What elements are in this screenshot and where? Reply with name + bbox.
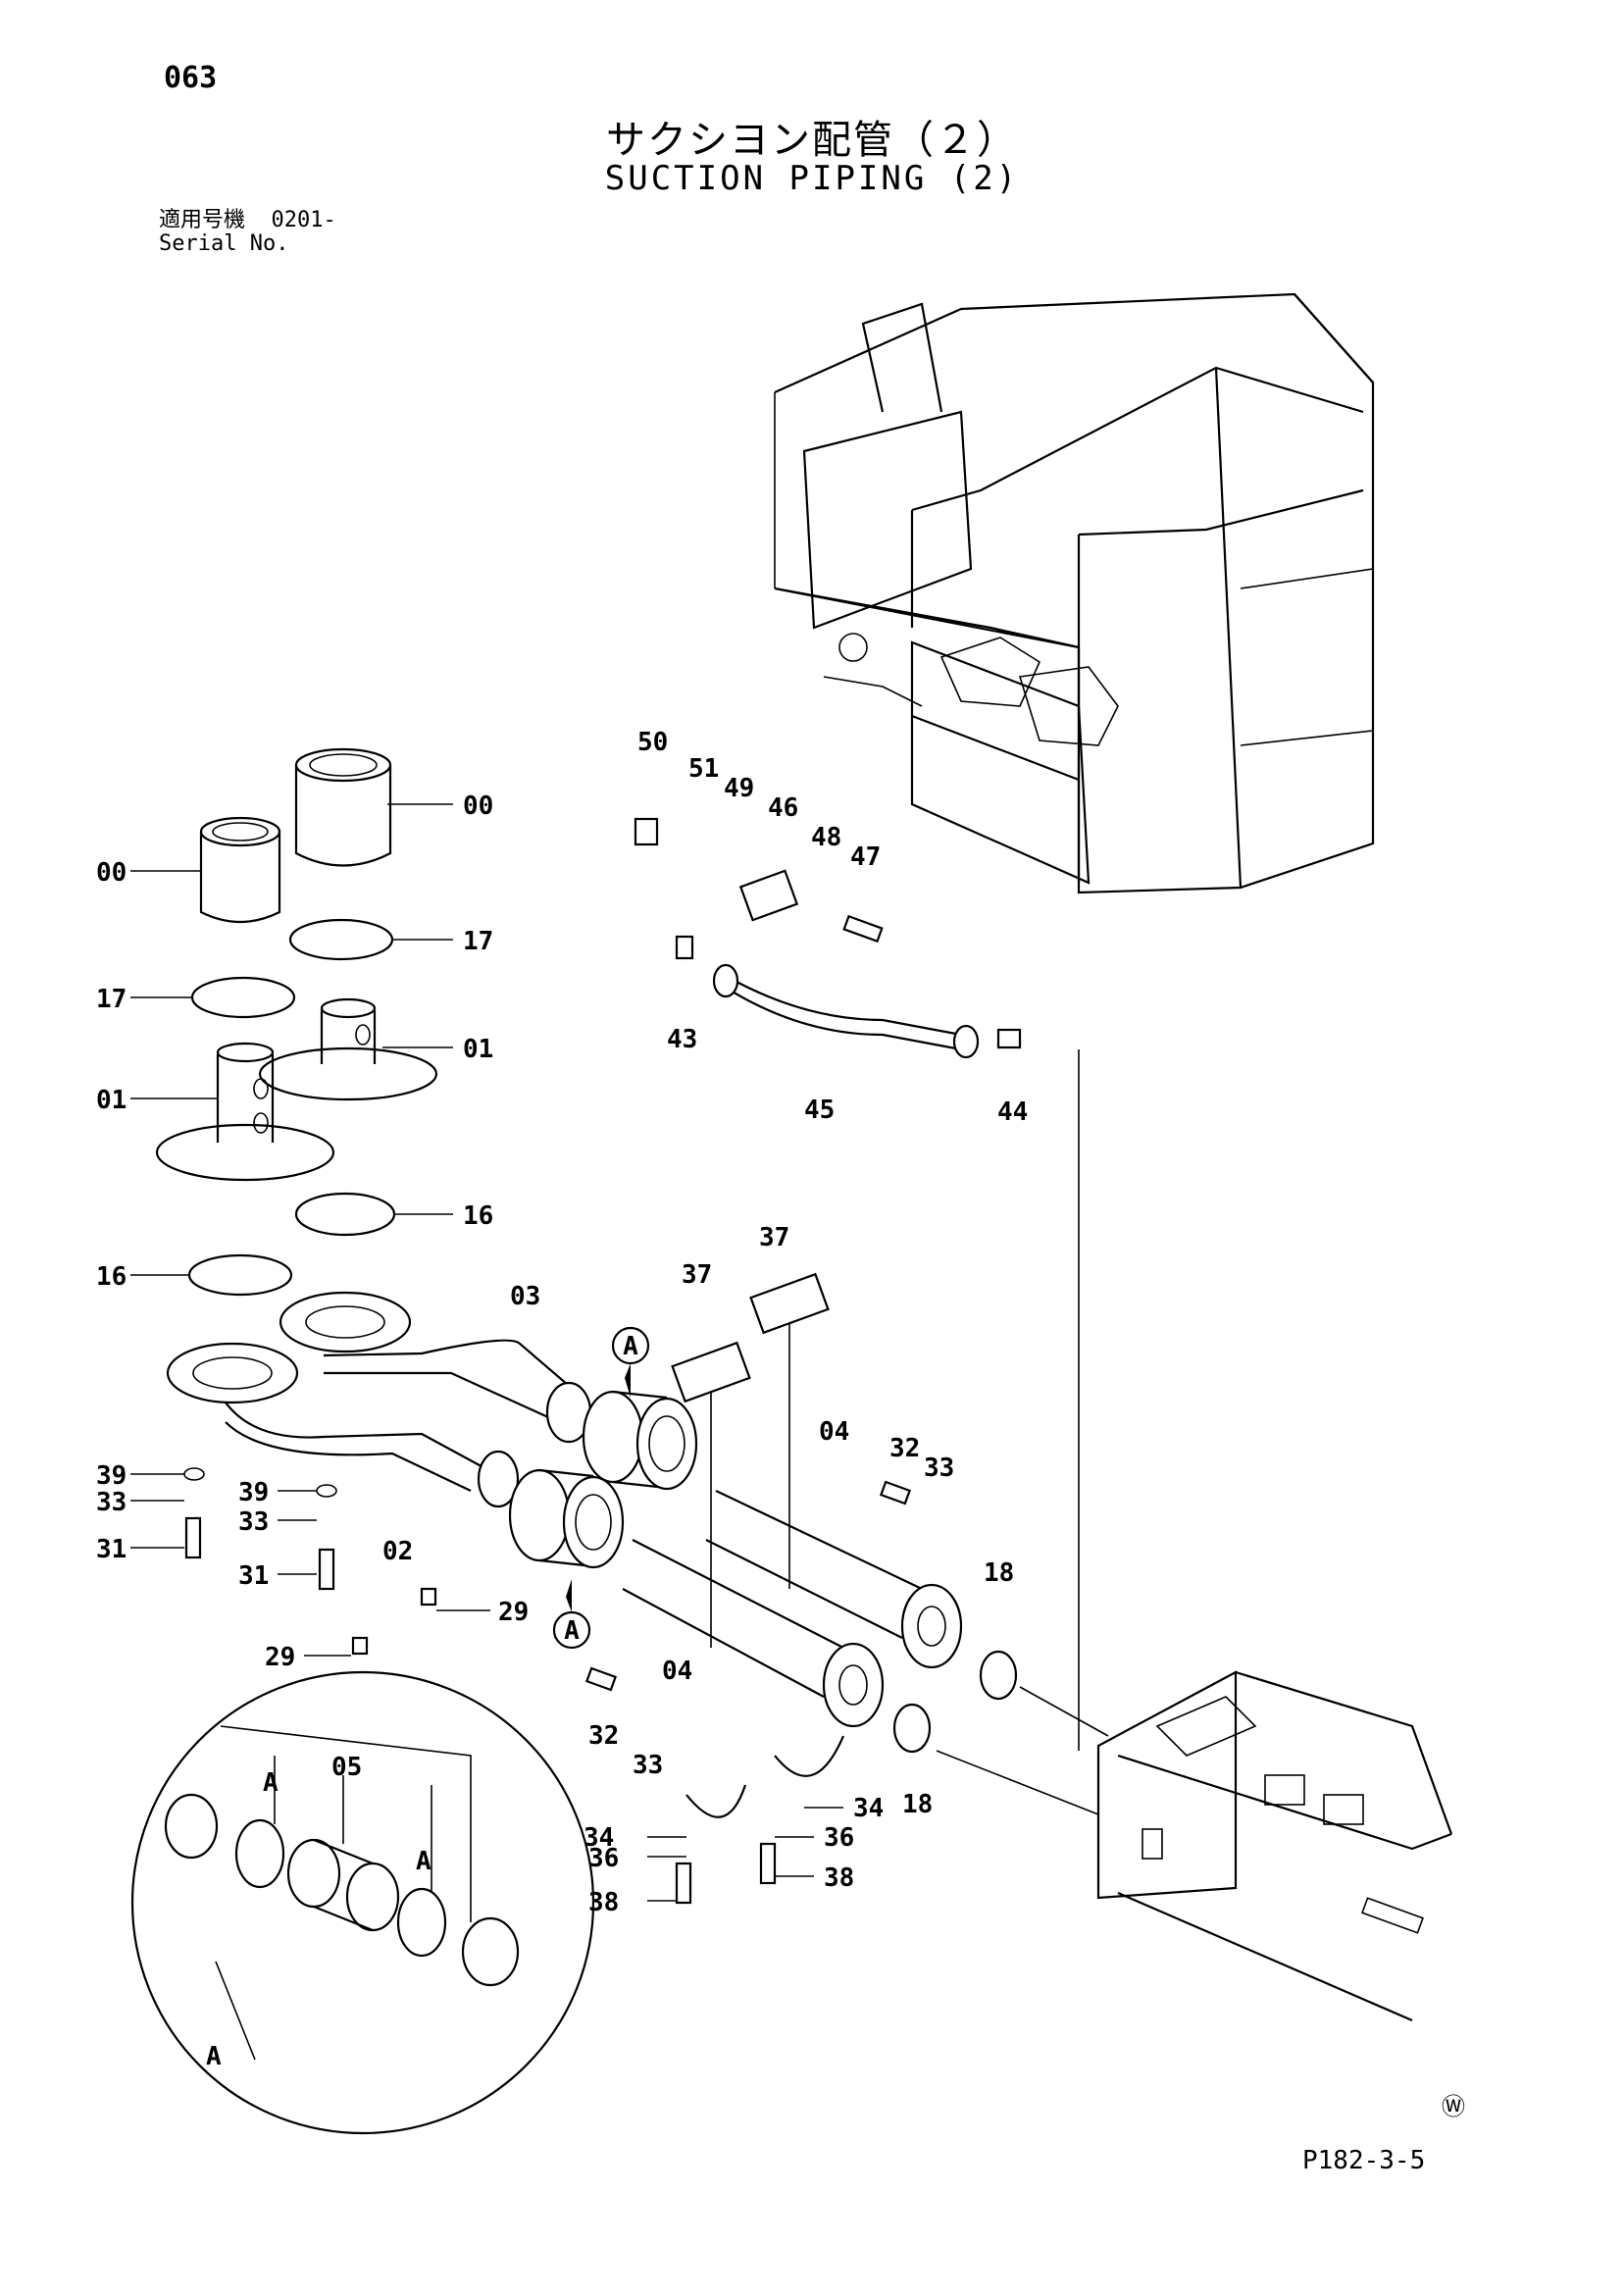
callout-49: 49 xyxy=(724,774,754,803)
callout-02: 02 xyxy=(382,1537,413,1566)
ref-bubble-text: A xyxy=(564,1616,580,1646)
serial-label-jp: 適用号機 xyxy=(159,208,246,232)
hose-45 xyxy=(712,963,980,1059)
callout-00: 00 xyxy=(96,858,127,888)
o-ring-17-left xyxy=(190,976,296,1019)
block-37-right xyxy=(749,1272,830,1335)
callout-50: 50 xyxy=(637,728,668,757)
callout-45: 45 xyxy=(804,1096,835,1125)
filter-element-right xyxy=(294,747,392,867)
callout-31: 31 xyxy=(238,1561,269,1591)
callout-01: 01 xyxy=(96,1086,127,1115)
callout-34: 34 xyxy=(853,1794,884,1823)
suction-pipe-02 xyxy=(166,1342,520,1508)
callout-32: 32 xyxy=(889,1434,920,1463)
fasteners-left xyxy=(183,1467,912,1905)
coupling-lower xyxy=(508,1468,625,1569)
callout-17: 17 xyxy=(96,985,127,1014)
title-japanese: サクシヨン配管（２） xyxy=(606,118,1018,163)
callout-labels: 00 00 17 17 01 01 16 16 03 02 39 39 33 3… xyxy=(96,728,1028,2071)
serial-label-en: Serial No. xyxy=(159,231,289,256)
callout-39: 39 xyxy=(238,1478,269,1507)
pipe-04-lower xyxy=(622,1539,885,1728)
ref-bubble-a-lower: A xyxy=(552,1579,591,1650)
callout-04: 04 xyxy=(662,1657,692,1686)
strainer-01-right xyxy=(258,997,438,1101)
callout-36: 36 xyxy=(824,1823,854,1853)
block-46 xyxy=(738,869,799,922)
pipe-04-upper xyxy=(705,1490,963,1669)
callout-29: 29 xyxy=(265,1643,295,1672)
ref-bubble-text: A xyxy=(623,1332,638,1361)
leader-lines xyxy=(130,803,843,1902)
page-number: 063 xyxy=(164,61,218,95)
callout-29: 29 xyxy=(498,1598,529,1627)
filter-element-left xyxy=(199,816,281,924)
callout-44: 44 xyxy=(997,1097,1028,1127)
callout-00: 00 xyxy=(463,791,493,821)
callout-05: 05 xyxy=(331,1753,362,1782)
serial-block: 適用号機 0201- Serial No. xyxy=(159,209,336,256)
adapter-50 xyxy=(634,817,659,846)
o-ring-18-lower xyxy=(892,1703,932,1754)
callout-37: 37 xyxy=(682,1260,712,1290)
corner-mark: Ⓦ xyxy=(1442,2093,1465,2120)
suction-pipe-03 xyxy=(279,1291,592,1444)
clamp-34-left xyxy=(685,1784,747,1818)
bolt-47 xyxy=(842,914,884,944)
strainer-01-left xyxy=(155,1042,335,1182)
ref-bubble-a-upper: A xyxy=(611,1326,650,1398)
callout-17: 17 xyxy=(463,927,493,956)
detail-label-a: A xyxy=(206,2042,222,2071)
detail-label-a: A xyxy=(263,1768,279,1798)
elbow-44 xyxy=(996,1028,1022,1049)
clamp-34-right xyxy=(774,1735,845,1777)
serial-value: 0201- xyxy=(271,208,336,232)
callout-38: 38 xyxy=(824,1863,854,1893)
detail-label-a: A xyxy=(416,1847,431,1876)
callout-32: 32 xyxy=(588,1721,619,1751)
o-ring-16-right xyxy=(294,1192,396,1237)
machine-upper-body xyxy=(774,292,1375,894)
callout-33: 33 xyxy=(238,1507,269,1537)
o-ring-16-left xyxy=(187,1253,293,1297)
o-ring-18-upper xyxy=(979,1650,1018,1701)
callout-18: 18 xyxy=(984,1558,1014,1588)
elbow-43 xyxy=(675,935,694,960)
callout-18: 18 xyxy=(902,1790,933,1819)
block-37-left xyxy=(671,1341,751,1403)
callout-33: 33 xyxy=(633,1751,663,1780)
o-ring-17-right xyxy=(288,918,394,961)
callout-37: 37 xyxy=(759,1223,789,1252)
callout-39: 39 xyxy=(96,1461,127,1491)
callout-38: 38 xyxy=(588,1888,619,1917)
callout-43: 43 xyxy=(667,1025,697,1054)
coupling-upper xyxy=(582,1390,698,1491)
callout-33: 33 xyxy=(924,1454,954,1483)
callout-31: 31 xyxy=(96,1535,127,1564)
detail-circle-a xyxy=(130,1670,595,2135)
callout-16: 16 xyxy=(96,1262,127,1292)
callout-03: 03 xyxy=(510,1282,540,1311)
figure-code: P182-3-5 xyxy=(1302,2146,1426,2175)
callout-16: 16 xyxy=(463,1201,493,1231)
callout-46: 46 xyxy=(768,793,798,823)
callout-47: 47 xyxy=(850,842,881,872)
callout-48: 48 xyxy=(811,823,841,852)
callout-04: 04 xyxy=(819,1417,849,1447)
callout-01: 01 xyxy=(463,1035,493,1064)
callout-36: 36 xyxy=(588,1844,619,1873)
callout-34: 34 xyxy=(584,1823,614,1853)
hydraulic-tank xyxy=(1096,1670,1453,2022)
callout-33: 33 xyxy=(96,1488,127,1517)
title-english: SUCTION PIPING (2) xyxy=(604,159,1020,198)
callout-51: 51 xyxy=(688,754,719,784)
